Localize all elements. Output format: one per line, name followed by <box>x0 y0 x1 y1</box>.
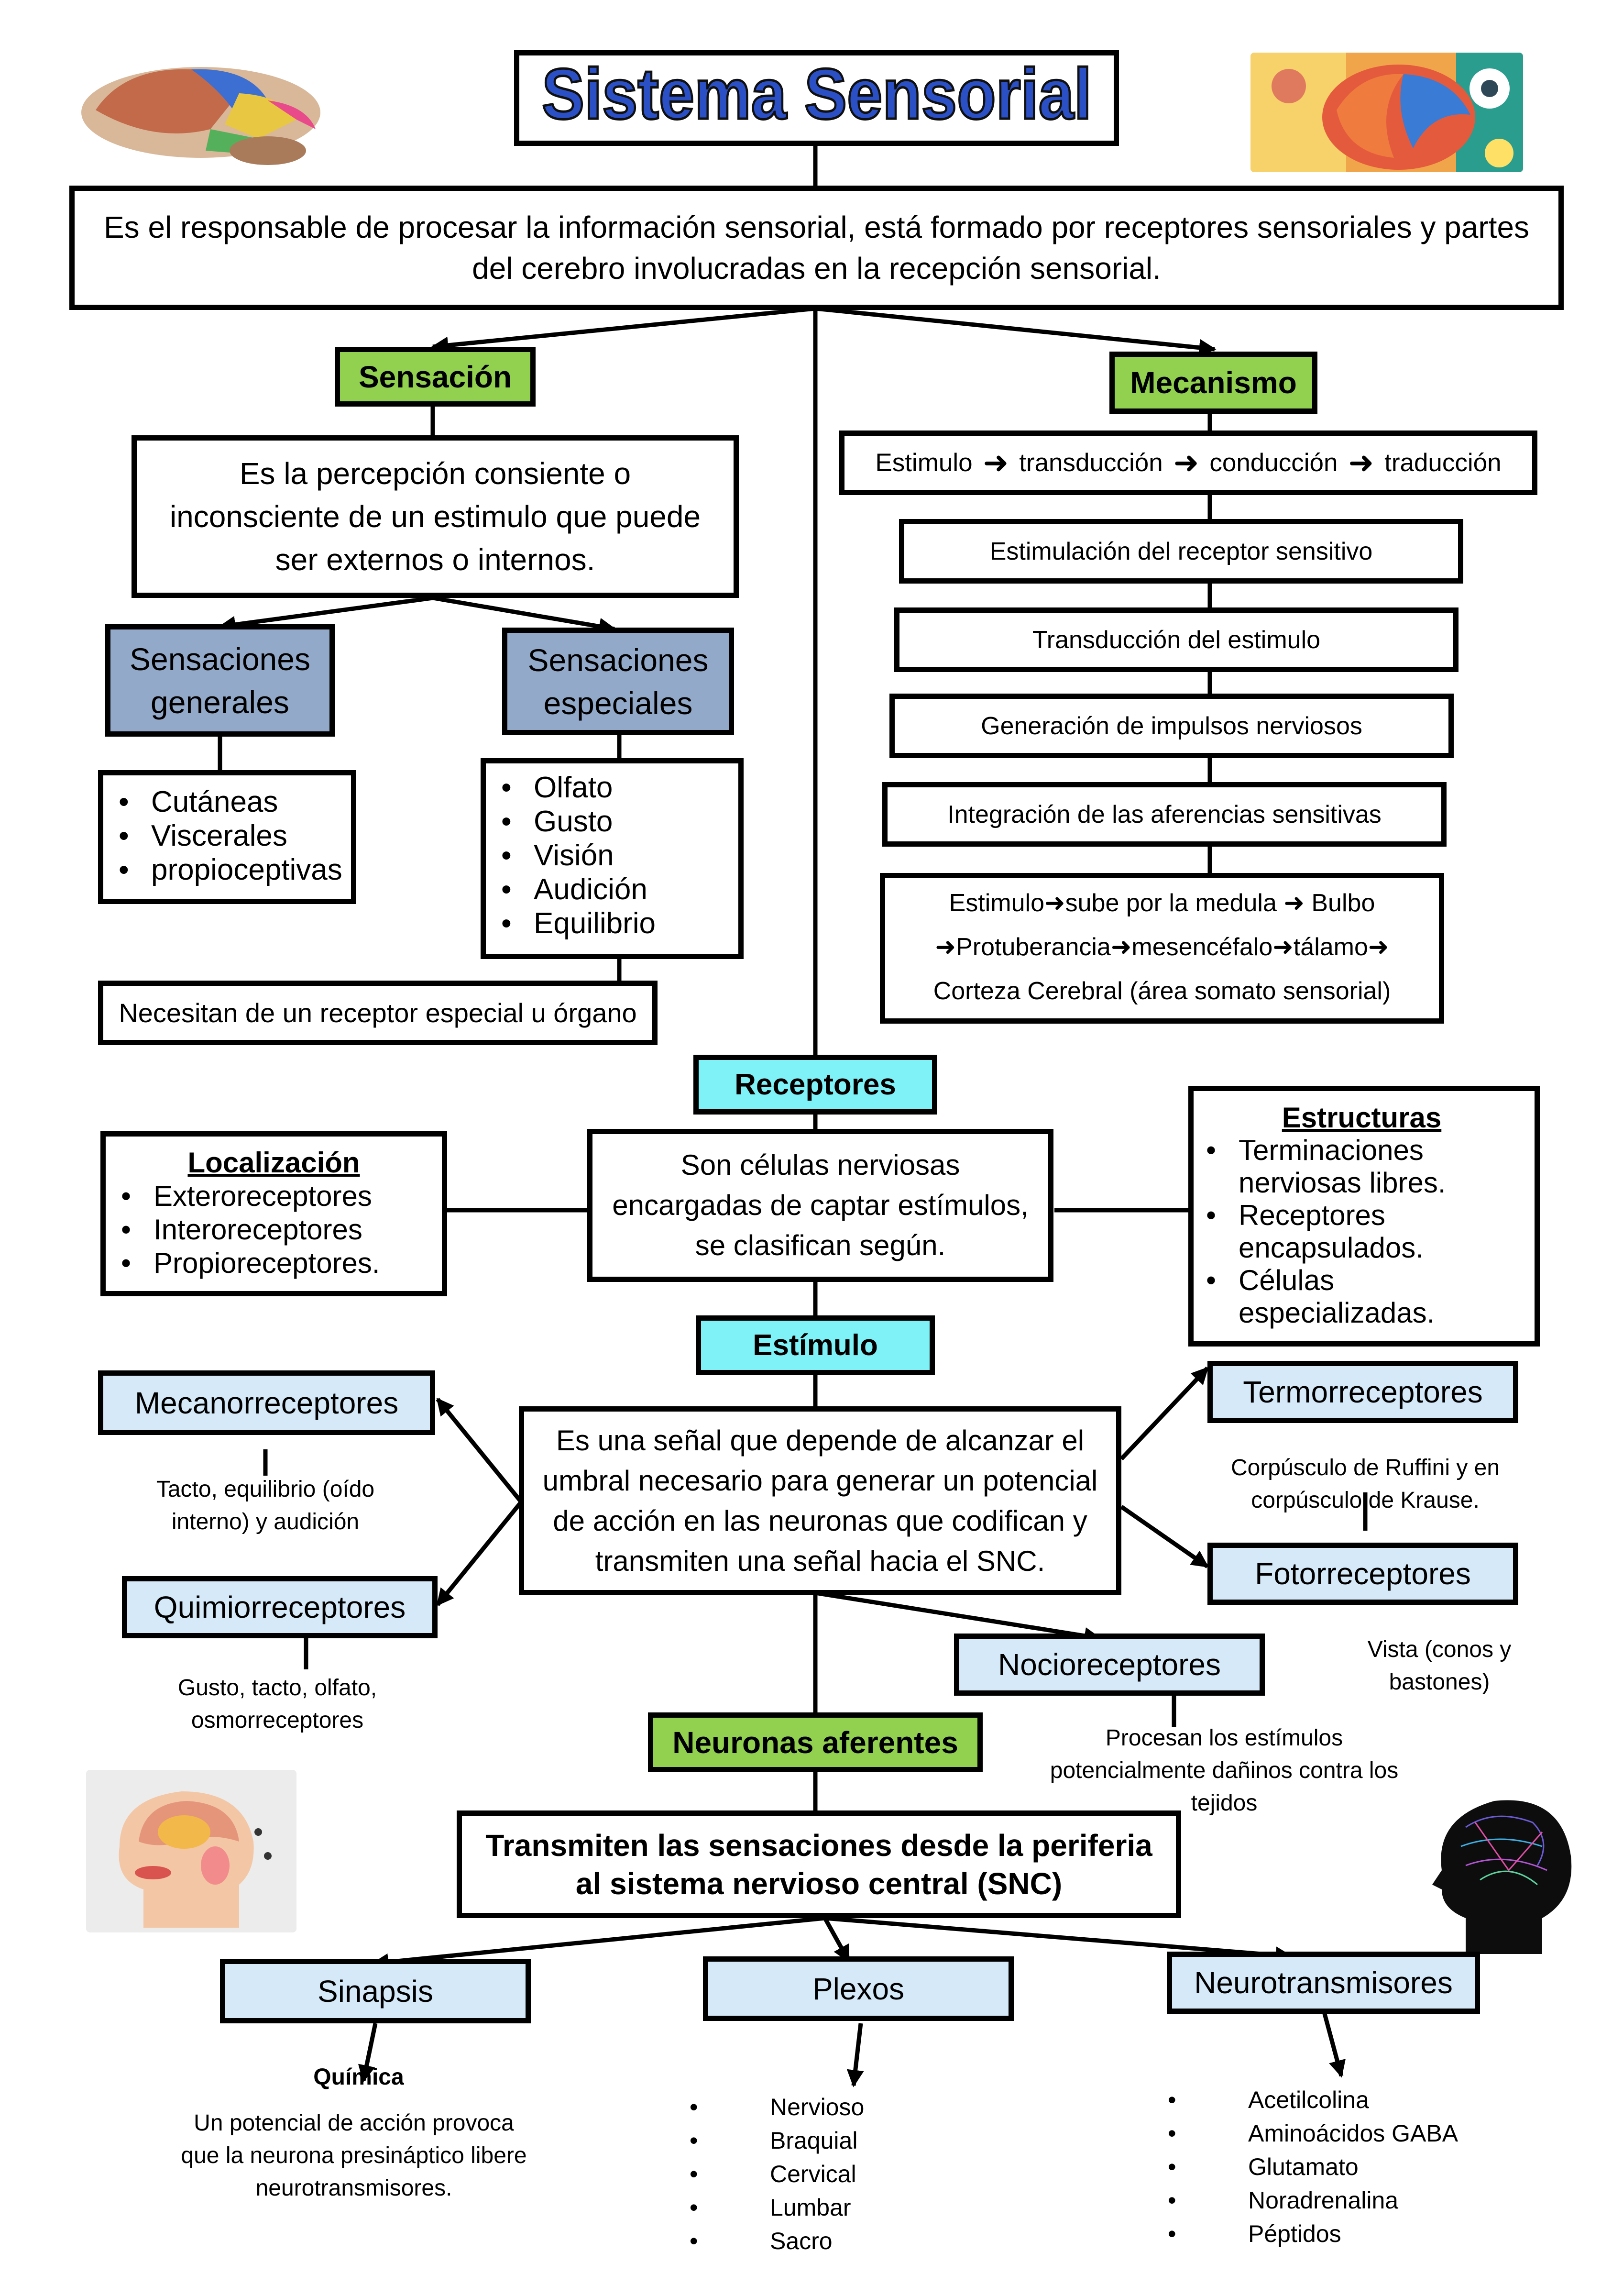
localizacion-title: Localización <box>187 1147 360 1179</box>
sensacion-label: Sensación <box>335 347 536 407</box>
head-silhouette-brain-icon <box>1423 1789 1580 1956</box>
colorful-brain-illustration-icon <box>1250 53 1523 172</box>
sensaciones-especiales-list: Olfato Gusto Visión Audición Equilibrio <box>481 758 744 959</box>
arrow-right-icon: ➜ <box>935 933 956 961</box>
arrow-right-icon: ➜ <box>1348 445 1374 480</box>
list-item: Aminoácidos GABA <box>1162 2117 1535 2150</box>
brain-diagram-icon <box>67 48 335 167</box>
fotorreceptores-label: Fotorreceptores <box>1207 1543 1518 1605</box>
list-item: propioceptivas <box>113 853 342 887</box>
plexos-label: Plexos <box>703 1956 1014 2021</box>
list-item: Terminaciones nerviosas libres. <box>1200 1134 1523 1199</box>
localizacion-box: Localización Exteroreceptores Interorece… <box>100 1131 447 1296</box>
list-item: Audición <box>495 872 729 906</box>
mecanismo-pathway: Estimulo➜sube por la medula ➜ Bulbo ➜Pro… <box>880 873 1444 1024</box>
list-item: Cutáneas <box>113 785 341 819</box>
neuronas-definition: Transmiten las sensaciones desde la peri… <box>457 1810 1181 1918</box>
sensaciones-generales-list: Cutáneas Viscerales propioceptivas <box>98 770 356 904</box>
list-item: Nervioso <box>684 2090 971 2124</box>
flow-step: traducción <box>1384 449 1502 477</box>
mecanorreceptores-label: Mecanorreceptores <box>98 1370 435 1435</box>
list-item: Interoreceptores <box>115 1213 432 1247</box>
flow-step: Estimulo <box>875 449 973 477</box>
page-title-text: Sistema Sensorial <box>542 57 1092 134</box>
neuronas-aferentes-label: Neuronas aferentes <box>648 1712 983 1772</box>
arrow-right-icon: ➜ <box>1368 933 1389 961</box>
sinapsis-desc: Un potencial de acción provoca que la ne… <box>181 2110 527 2201</box>
sensacion-definition: Es la percepción consiente o inconscient… <box>132 435 739 598</box>
list-item: Sacro <box>684 2224 971 2258</box>
list-item: Exteroreceptores <box>115 1180 432 1213</box>
arrow-right-icon: ➜ <box>1110 933 1132 961</box>
receptores-definition: Son células nerviosas encargadas de capt… <box>587 1129 1053 1282</box>
list-item: Cervical <box>684 2157 971 2191</box>
sensaciones-generales-label: Sensaciones generales <box>105 624 335 737</box>
estimulo-label: Estímulo <box>696 1315 935 1375</box>
pathway-line-2: ➜Protuberancia➜mesencéfalo➜tálamo➜ <box>935 933 1389 961</box>
arrow-right-icon: ➜ <box>1044 889 1065 917</box>
arrow-right-icon: ➜ <box>1283 889 1305 917</box>
termorreceptores-desc: Corpúsculo de Ruffini y en corpúsculo de… <box>1230 1455 1500 1513</box>
sinapsis-subtitle: Química <box>313 2064 404 2090</box>
intro-box: Es el responsable de procesar la informa… <box>69 186 1564 310</box>
list-item: Glutamato <box>1162 2150 1535 2184</box>
list-item: Acetilcolina <box>1162 2083 1535 2117</box>
estructuras-box: Estructuras Terminaciones nerviosas libr… <box>1188 1086 1540 1347</box>
mecanorreceptores-desc: Tacto, equilibrio (oído interno) y audic… <box>156 1477 375 1534</box>
page-title: Sistema Sensorial <box>514 50 1119 146</box>
list-item: Olfato <box>495 771 729 805</box>
flow-step: transducción <box>1019 449 1163 477</box>
plexos-list: Nervioso Braquial Cervical Lumbar Sacro <box>684 2090 971 2258</box>
head-anatomy-diagram-icon <box>86 1770 296 1932</box>
list-item: Péptidos <box>1162 2217 1535 2251</box>
mecanismo-flow: Estimulo ➜ transducción ➜ conducción ➜ t… <box>839 430 1537 495</box>
sinapsis-label: Sinapsis <box>220 1959 531 2023</box>
receptor-especial-note: Necesitan de un receptor especial u órga… <box>98 981 658 1045</box>
list-item: Lumbar <box>684 2191 971 2224</box>
estructuras-title: Estructuras <box>1282 1102 1442 1134</box>
pathway-line-1: Estimulo➜sube por la medula ➜ Bulbo <box>949 889 1375 917</box>
nocioreceptores-desc: Procesan los estímulos potencialmente da… <box>1050 1725 1399 1816</box>
mecanismo-step-1: Estimulación del receptor sensitivo <box>899 519 1463 584</box>
quimiorreceptores-desc: Gusto, tacto, olfato, osmorreceptores <box>177 1675 377 1733</box>
nocioreceptores-label: Nocioreceptores <box>954 1634 1265 1696</box>
quimiorreceptores-label: Quimiorreceptores <box>122 1576 438 1638</box>
list-item: Braquial <box>684 2124 971 2157</box>
flow-step: conducción <box>1209 449 1338 477</box>
termorreceptores-label: Termorreceptores <box>1207 1361 1518 1423</box>
receptores-label: Receptores <box>693 1055 937 1115</box>
intro-text: Es el responsable de procesar la informa… <box>103 210 1530 286</box>
arrow-right-icon: ➜ <box>1272 933 1294 961</box>
list-item: Gusto <box>495 805 729 839</box>
list-item: Noradrenalina <box>1162 2184 1535 2217</box>
arrow-right-icon: ➜ <box>983 445 1009 480</box>
neurotransmisores-label: Neurotransmisores <box>1167 1952 1480 2014</box>
estimulo-definition: Es una señal que depende de alcanzar el … <box>519 1406 1121 1595</box>
list-item: Receptores encapsulados. <box>1200 1199 1523 1264</box>
arrow-right-icon: ➜ <box>1173 445 1199 480</box>
mecanismo-step-4: Integración de las aferencias sensitivas <box>882 782 1447 847</box>
fotorreceptores-desc: Vista (conos y bastones) <box>1367 1637 1512 1695</box>
mecanismo-label: Mecanismo <box>1109 352 1317 414</box>
list-item: Propioreceptores. <box>115 1247 432 1280</box>
pathway-line-3: Corteza Cerebral (área somato sensorial) <box>933 977 1391 1005</box>
list-item: Equilibrio <box>495 906 729 940</box>
list-item: Viscerales <box>113 819 341 853</box>
sensaciones-especiales-label: Sensaciones especiales <box>502 628 734 735</box>
mecanismo-step-3: Generación de impulsos nerviosos <box>889 694 1454 758</box>
neurotransmisores-list: Acetilcolina Aminoácidos GABA Glutamato … <box>1162 2083 1535 2251</box>
mecanismo-step-2: Transducción del estimulo <box>894 607 1459 672</box>
list-item: Visión <box>495 839 729 872</box>
list-item: Células especializadas. <box>1200 1264 1523 1329</box>
